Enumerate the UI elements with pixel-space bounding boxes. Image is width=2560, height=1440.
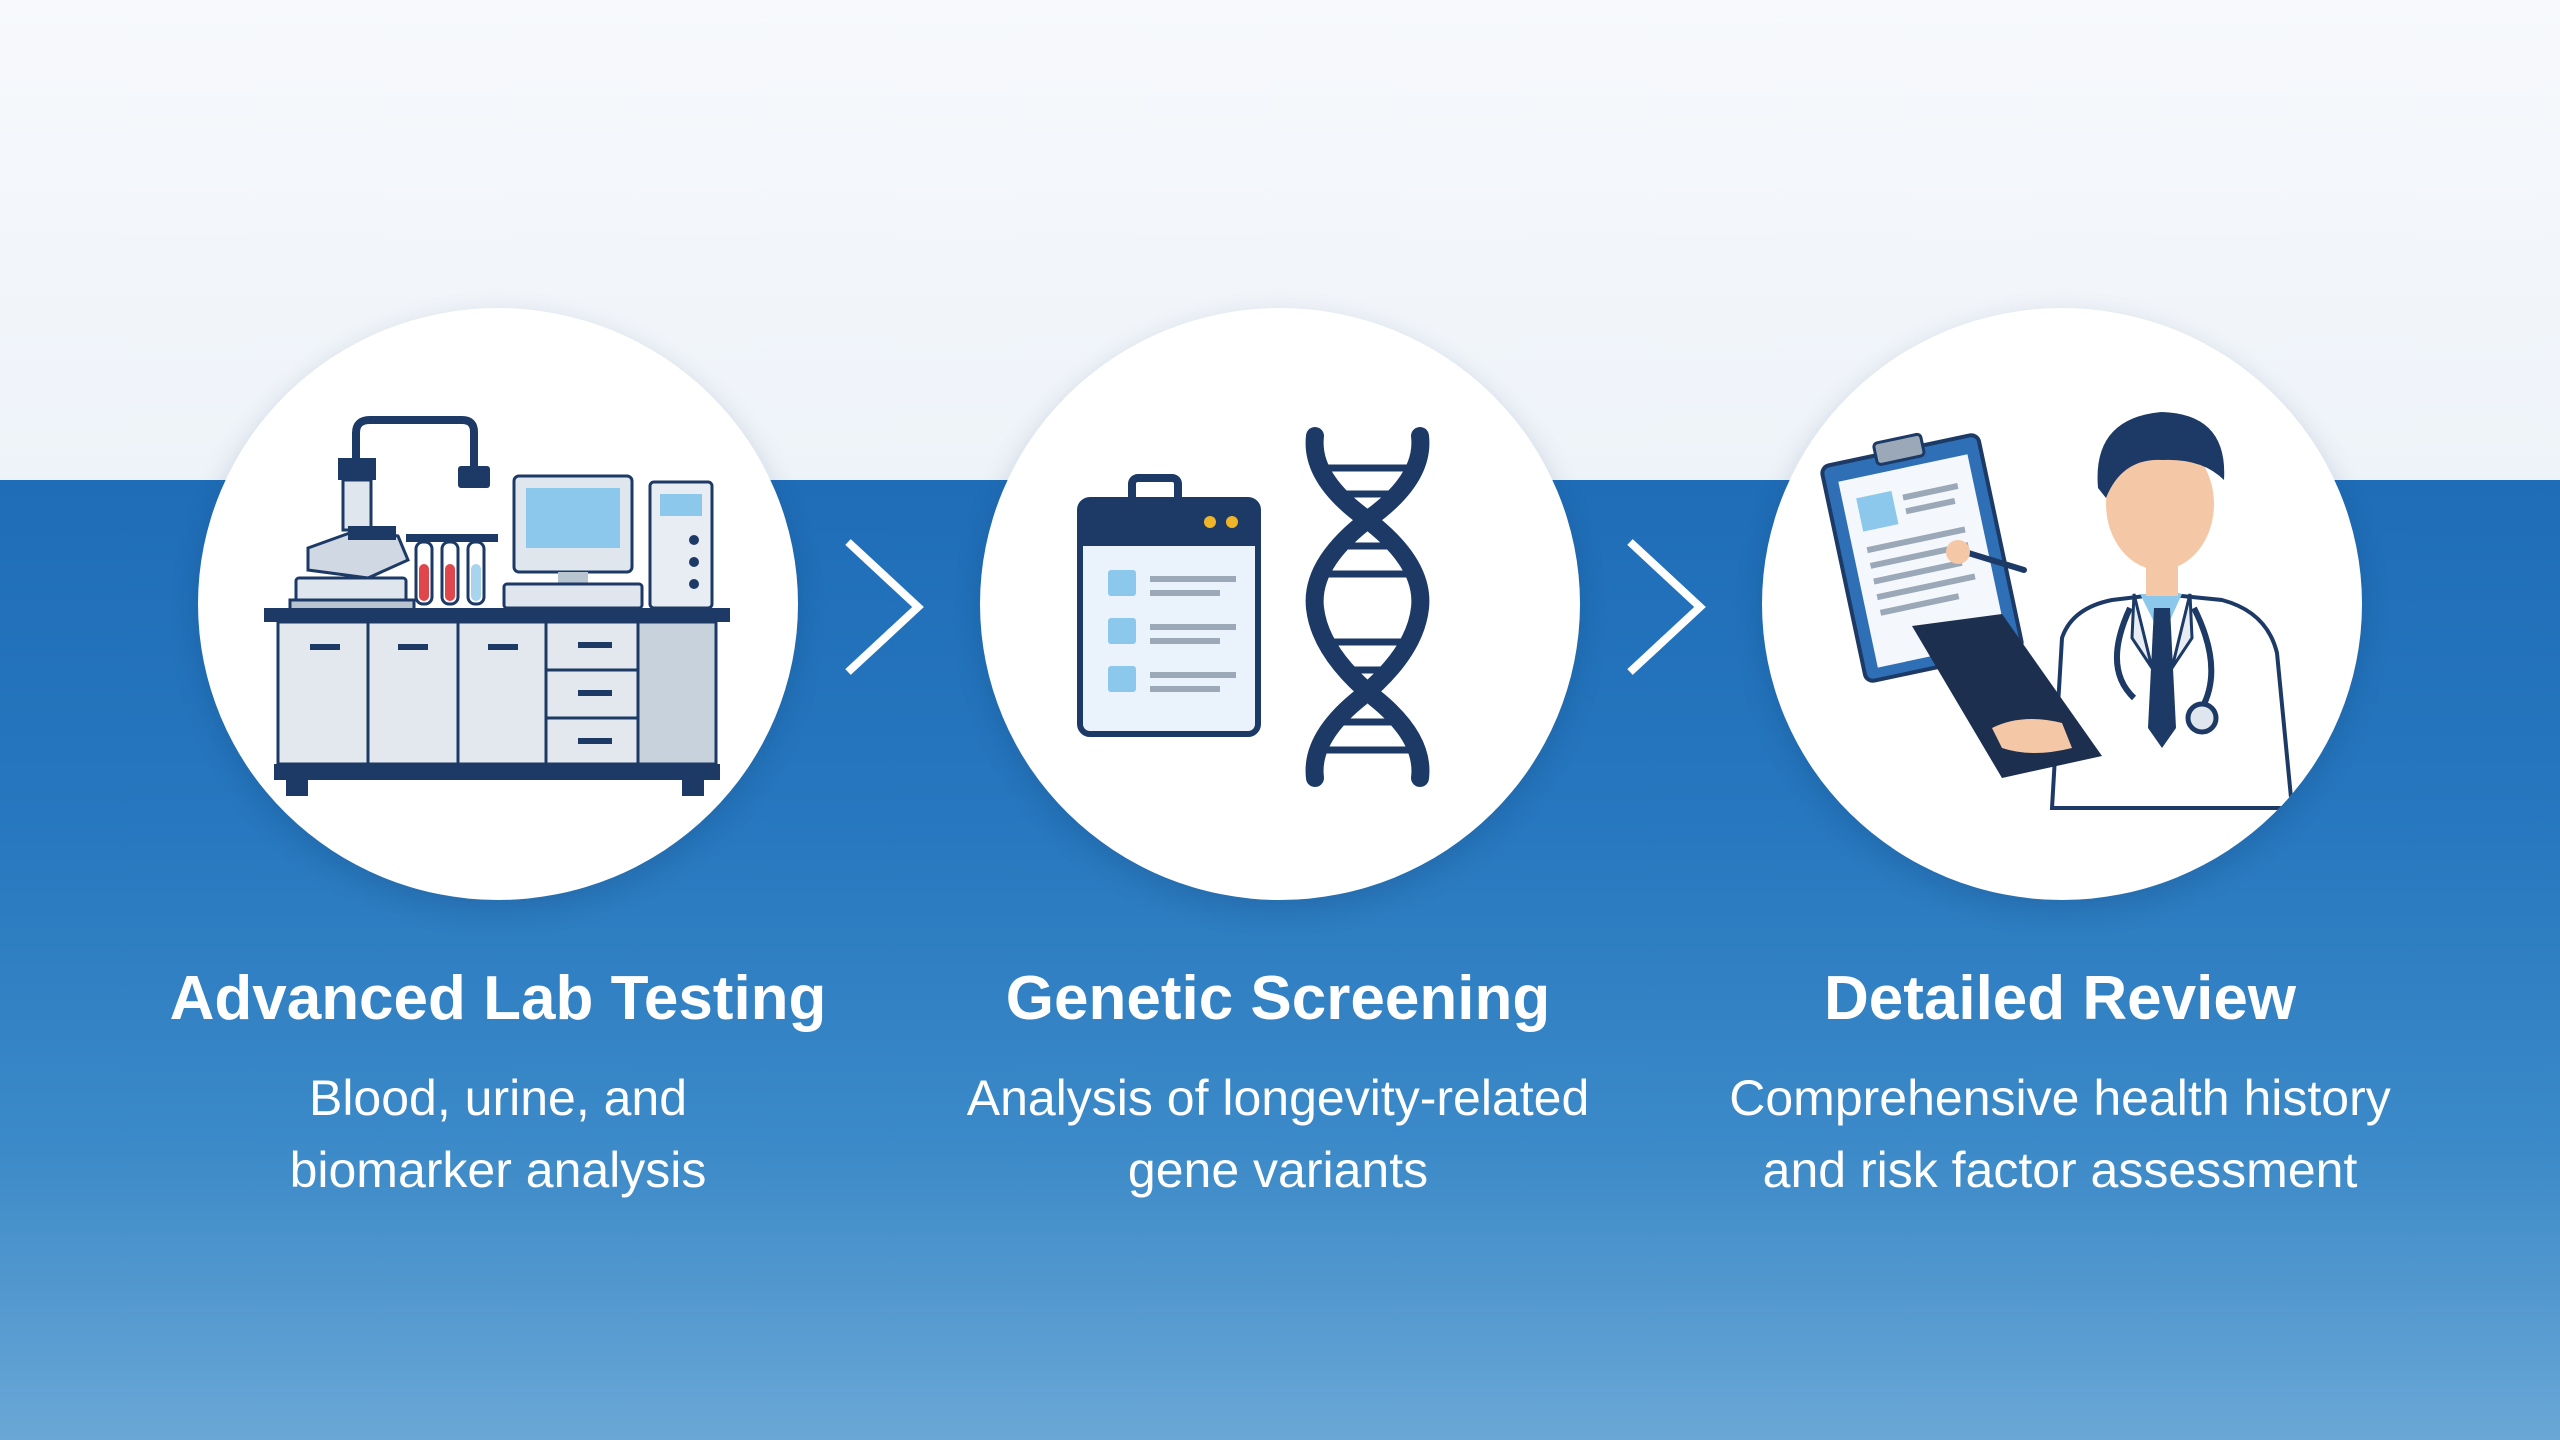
- step-3-description: Comprehensive health history and risk fa…: [1680, 1062, 2440, 1206]
- lab-bench-icon: [264, 416, 730, 796]
- step-2-description-line-2: gene variants: [1127, 1142, 1429, 1198]
- step-3-circle: [1762, 308, 2362, 900]
- chevron-right-icon: [845, 539, 924, 675]
- step-3-description-line-2: and risk factor assessment: [1762, 1142, 2358, 1198]
- step-2-title: Genetic Screening: [1005, 964, 1551, 1033]
- doctor-clipboard-icon: [1820, 412, 2295, 810]
- step-2-description-line-1: Analysis of longevity-related: [966, 1070, 1590, 1126]
- step-2-description: Analysis of longevity-related gene varia…: [898, 1062, 1658, 1206]
- step-1-description-line-2: biomarker analysis: [289, 1142, 707, 1198]
- step-3-title: Detailed Review: [1823, 964, 2297, 1033]
- step-1-description: Blood, urine, and biomarker analysis: [118, 1062, 878, 1206]
- step-1-circle: [198, 308, 798, 900]
- chevron-right-icon: [1627, 539, 1706, 675]
- step-1-title: Advanced Lab Testing: [169, 964, 827, 1033]
- step-2-circle: [980, 308, 1580, 900]
- step-1-description-line-1: Blood, urine, and: [308, 1070, 688, 1126]
- step-3-description-line-1: Comprehensive health history: [1729, 1070, 2391, 1126]
- dna-clipboard-icon: [1077, 427, 1430, 787]
